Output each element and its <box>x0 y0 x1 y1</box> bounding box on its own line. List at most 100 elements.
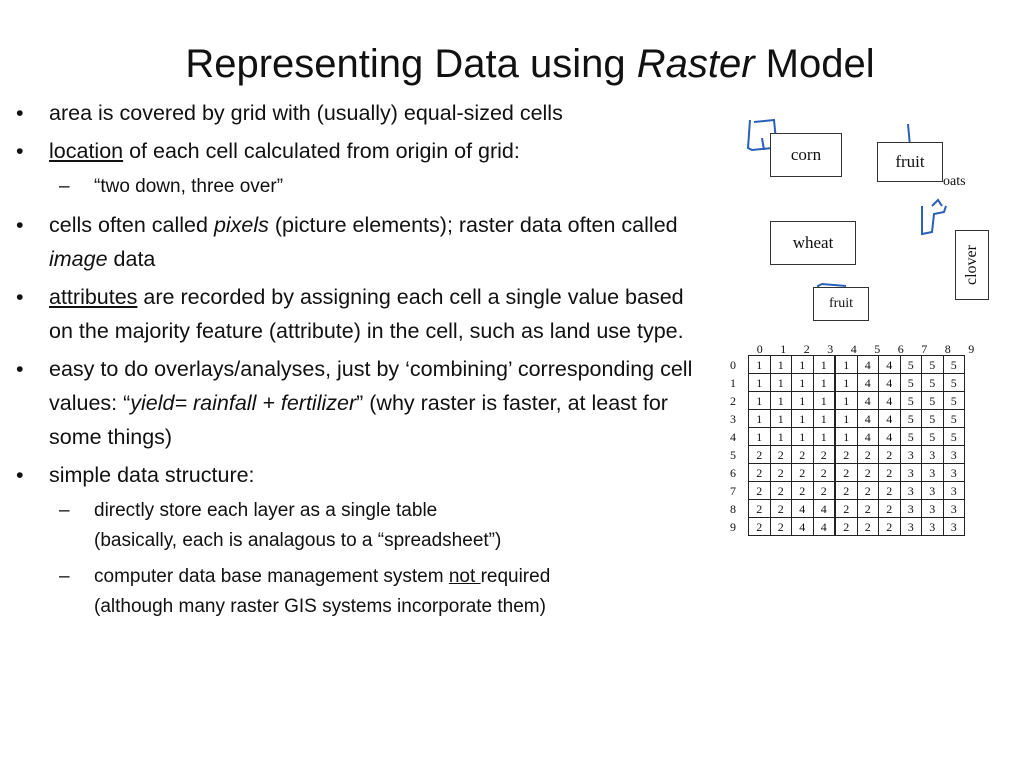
grid-cell: 2 <box>878 445 901 464</box>
grid-cell: 4 <box>856 409 879 428</box>
grid-cell: 1 <box>812 427 836 446</box>
grid-cell: 2 <box>878 517 901 536</box>
grid-cell: 4 <box>878 391 901 410</box>
grid-cell: 2 <box>834 481 858 500</box>
grid-cell: 3 <box>899 481 922 500</box>
bullet-location: location of each cell calculated from or… <box>14 134 694 202</box>
grid-cell: 2 <box>748 499 771 518</box>
grid-cell: 1 <box>834 373 858 392</box>
corn-box: corn <box>770 133 842 177</box>
grid-cell: 1 <box>748 373 771 392</box>
grid-cell: 5 <box>899 409 922 428</box>
wheat-box: wheat <box>770 221 856 265</box>
grid-col-header: 6 <box>897 342 904 356</box>
bullet-grid-cells: area is covered by grid with (usually) e… <box>14 96 694 130</box>
grid-row-header: 1 <box>730 375 736 390</box>
grid-cell: 2 <box>856 499 879 518</box>
slide-title: Representing Data using Raster Model <box>185 42 875 86</box>
grid-cell: 2 <box>791 445 814 464</box>
bullet-data-structure: simple data structure: directly store ea… <box>14 458 694 622</box>
grid-cell: 5 <box>921 427 944 446</box>
grid-cell: 2 <box>878 499 901 518</box>
grid-cell: 3 <box>921 445 944 464</box>
grid-cell: 1 <box>769 409 792 428</box>
grid-cell: 2 <box>769 445 792 464</box>
grid-cell: 3 <box>899 463 922 482</box>
grid-cell: 5 <box>921 373 944 392</box>
fruit-box-top: fruit <box>877 142 943 182</box>
grid-cell: 5 <box>942 373 965 392</box>
grid-cell: 2 <box>878 481 901 500</box>
grid-cell: 3 <box>942 517 965 536</box>
grid-cell: 5 <box>942 409 965 428</box>
grid-cell: 1 <box>834 355 858 374</box>
grid-cell: 2 <box>834 499 858 518</box>
bullet-attributes: attributes are recorded by assigning eac… <box>14 280 694 348</box>
grid-cell: 5 <box>921 409 944 428</box>
grid-cell: 2 <box>812 463 836 482</box>
grid-cell: 1 <box>791 391 814 410</box>
grid-cell: 2 <box>791 481 814 500</box>
grid-cell: 1 <box>812 355 836 374</box>
grid-cell: 1 <box>748 427 771 446</box>
grid-cell: 1 <box>834 391 858 410</box>
grid-col-header: 5 <box>874 342 881 356</box>
grid-cell: 3 <box>921 463 944 482</box>
clover-box: clover <box>955 230 989 300</box>
grid-cell: 5 <box>921 355 944 374</box>
grid-cell: 2 <box>748 517 771 536</box>
grid-cell: 1 <box>769 355 792 374</box>
grid-cell: 4 <box>878 355 901 374</box>
grid-cell: 3 <box>921 517 944 536</box>
grid-cell: 2 <box>769 463 792 482</box>
grid-cell: 2 <box>878 463 901 482</box>
grid-cell: 1 <box>791 355 814 374</box>
grid-row-header: 8 <box>730 501 736 516</box>
bullet-list: area is covered by grid with (usually) e… <box>14 96 694 628</box>
grid-cell: 4 <box>856 373 879 392</box>
grid-cell: 1 <box>748 391 771 410</box>
grid-cell: 2 <box>748 445 771 464</box>
grid-cell: 3 <box>942 499 965 518</box>
grid-cell: 3 <box>921 481 944 500</box>
grid-cell: 1 <box>834 427 858 446</box>
sub-bullet-single-table: directly store each layer as a single ta… <box>14 496 694 556</box>
grid-cell: 2 <box>834 517 858 536</box>
grid-cell: 1 <box>812 409 836 428</box>
grid-cell: 2 <box>812 445 836 464</box>
grid-cell: 4 <box>856 391 879 410</box>
grid-cell: 3 <box>899 499 922 518</box>
grid-row-header: 9 <box>730 519 736 534</box>
grid-row-header: 0 <box>730 357 736 372</box>
grid-cell: 2 <box>769 517 792 536</box>
grid-cell: 4 <box>878 409 901 428</box>
title-emphasis: Raster <box>636 42 755 86</box>
grid-cell: 2 <box>856 445 879 464</box>
sub-bullet-dbms: computer data base management system not… <box>14 562 694 622</box>
grid-col-header: 3 <box>827 342 834 356</box>
grid-cell: 2 <box>769 481 792 500</box>
grid-cell: 4 <box>791 499 814 518</box>
bullet-pixels: cells often called pixels (picture eleme… <box>14 208 694 276</box>
grid-cell: 3 <box>899 445 922 464</box>
grid-cell: 1 <box>769 391 792 410</box>
grid-cell: 1 <box>812 391 836 410</box>
grid-row-header: 5 <box>730 447 736 462</box>
grid-cell: 4 <box>856 355 879 374</box>
grid-cell: 5 <box>899 373 922 392</box>
grid-row-header: 2 <box>730 393 736 408</box>
grid-cell: 2 <box>856 481 879 500</box>
grid-col-header: 2 <box>803 342 810 356</box>
grid-cell: 1 <box>791 373 814 392</box>
grid-cell: 1 <box>769 427 792 446</box>
grid-row-header: 7 <box>730 483 736 498</box>
